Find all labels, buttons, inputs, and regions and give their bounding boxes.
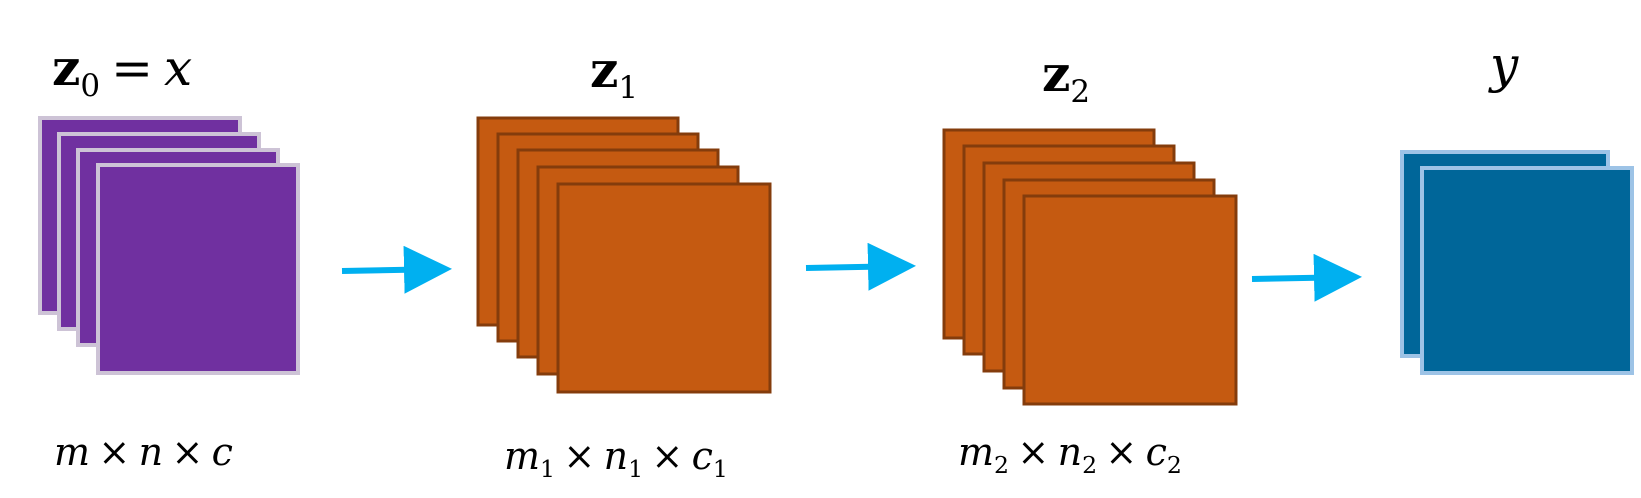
hidden-1-dim-channels: c bbox=[691, 434, 713, 478]
hidden-1-title: z1 bbox=[590, 40, 638, 106]
times-sign: × bbox=[1017, 430, 1050, 474]
hidden-1-layer-5 bbox=[556, 182, 772, 394]
times-sign: × bbox=[651, 434, 684, 478]
times-sign: × bbox=[171, 430, 204, 474]
input-dimensions: m×n×c bbox=[54, 430, 233, 474]
hidden-2-dim-cols: n bbox=[1057, 430, 1083, 474]
arrow-input-to-hidden-1 bbox=[341, 245, 452, 294]
input-title-rhs: x bbox=[164, 39, 193, 97]
hidden-1-dim-cols: n bbox=[603, 434, 629, 478]
input-dim-rows: m bbox=[54, 430, 91, 474]
output-title: y bbox=[1490, 36, 1518, 94]
arrow-hidden-1-to-hidden-2 bbox=[805, 242, 916, 291]
hidden-2-dimensions: m2×n2×c2 bbox=[958, 430, 1182, 479]
hidden-1-feature-stack bbox=[476, 116, 772, 394]
hidden-1-dim-cols-sub: 1 bbox=[628, 455, 644, 484]
input-dim-cols: n bbox=[138, 430, 164, 474]
output-layer-2 bbox=[1420, 166, 1634, 375]
arrow-hidden-2-to-output bbox=[1251, 253, 1362, 302]
output-feature-stack bbox=[1400, 150, 1634, 375]
times-sign: × bbox=[98, 430, 131, 474]
input-title-subscript: 0 bbox=[80, 67, 101, 104]
hidden-2-title-subscript: 2 bbox=[1070, 73, 1091, 110]
hidden-2-title: z2 bbox=[1042, 44, 1090, 110]
hidden-2-dim-cols-sub: 2 bbox=[1082, 451, 1098, 480]
hidden-2-layer-5 bbox=[1022, 194, 1238, 406]
input-feature-stack bbox=[38, 116, 300, 375]
input-title-symbol: z bbox=[52, 38, 81, 97]
hidden-2-feature-stack bbox=[942, 128, 1238, 406]
hidden-2-dim-rows: m bbox=[958, 430, 995, 474]
hidden-1-title-symbol: z bbox=[590, 40, 619, 99]
times-sign: × bbox=[1105, 430, 1138, 474]
input-dim-channels: c bbox=[211, 430, 233, 474]
hidden-2-title-symbol: z bbox=[1042, 44, 1071, 103]
hidden-2-dim-channels-sub: 2 bbox=[1166, 451, 1182, 480]
input-title-equals: = bbox=[111, 39, 154, 97]
hidden-1-dim-rows-sub: 1 bbox=[540, 455, 556, 484]
input-layer-4 bbox=[96, 163, 300, 375]
hidden-2-dim-rows-sub: 2 bbox=[994, 451, 1010, 480]
output-title-symbol: y bbox=[1490, 36, 1519, 94]
input-title: z0 =x bbox=[52, 38, 192, 104]
times-sign: × bbox=[563, 434, 596, 478]
hidden-2-dim-channels: c bbox=[1145, 430, 1167, 474]
hidden-1-dim-channels-sub: 1 bbox=[712, 455, 728, 484]
hidden-1-dimensions: m1×n1×c1 bbox=[504, 434, 728, 483]
hidden-1-dim-rows: m bbox=[504, 434, 541, 478]
hidden-1-title-subscript: 1 bbox=[618, 69, 639, 106]
